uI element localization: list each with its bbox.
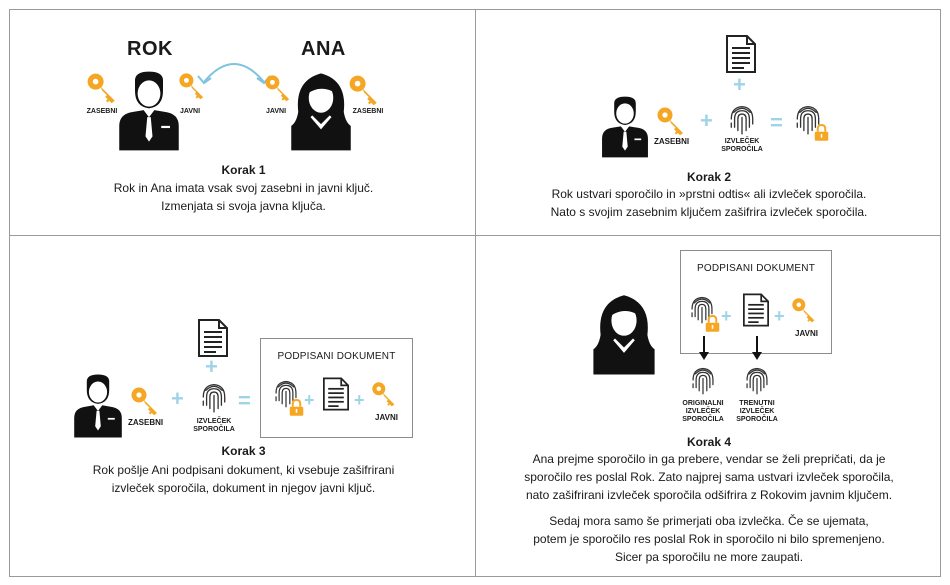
step-description-line: Izmenjata si svoja javna ključa. bbox=[161, 199, 326, 213]
document-icon bbox=[323, 377, 349, 411]
step-description-line: nato zašifrirani izvleček sporočila odši… bbox=[525, 488, 893, 502]
step-description-line: Rok ustvari sporočilo in »prstni odtis« … bbox=[551, 187, 867, 201]
label-private-ana: ZASEBNI bbox=[352, 108, 384, 115]
woman-icon bbox=[588, 292, 660, 376]
fp-label: IZVLEČEK bbox=[724, 138, 760, 145]
rok-name: ROK bbox=[127, 38, 173, 60]
original-label: SPOROČILA bbox=[682, 416, 724, 423]
plus-sign: + bbox=[171, 386, 184, 411]
plus-sign: + bbox=[733, 72, 746, 97]
step-title: Korak 4 bbox=[686, 435, 732, 449]
step3-panel: + ZASEBNI + IZVLEČEK SPOROČILA = PODPISA… bbox=[9, 235, 476, 577]
fingerprint-icon bbox=[200, 380, 228, 414]
step2-panel: + ZASEBNI + IZVLEČEK SPOROČILA = Korak 2… bbox=[475, 9, 941, 236]
step-description-line: izvleček sporočila, dokument in njegov j… bbox=[111, 481, 376, 495]
plus-sign: + bbox=[304, 390, 315, 410]
ana-name: ANA bbox=[301, 38, 346, 60]
plus-sign: + bbox=[774, 306, 785, 326]
label-public-rok: JAVNI bbox=[179, 108, 201, 115]
man-icon bbox=[70, 372, 126, 440]
current-label: SPOROČILA bbox=[736, 416, 778, 423]
current-label: IZVLEČEK bbox=[739, 408, 775, 415]
fp-label: SPOROČILA bbox=[193, 426, 235, 433]
step-description-line: sporočilo res poslal Rok. Zato najprej s… bbox=[524, 470, 894, 484]
document-icon bbox=[743, 293, 769, 327]
key-icon bbox=[371, 381, 397, 407]
step-description-line: Sedaj mora samo še primerjati oba izvleč… bbox=[549, 514, 869, 528]
fp-label: IZVLEČEK bbox=[196, 418, 232, 425]
signed-document-box: PODPISANI DOKUMENT + + JAVNI bbox=[260, 338, 413, 438]
step-description-line: Rok in Ana imata vsak svoj zasebni in ja… bbox=[113, 181, 374, 195]
lock-icon bbox=[289, 399, 304, 416]
step1-panel: ROK ANA ZASEBNI JAVNI JAVNI ZASEBNI Kora… bbox=[9, 9, 476, 236]
step-title: Korak 3 bbox=[221, 444, 266, 458]
step-title: Korak 2 bbox=[686, 170, 732, 184]
down-arrow-icon bbox=[699, 336, 709, 360]
plus-sign: + bbox=[700, 108, 713, 133]
step-description-line: Ana prejme sporočilo in ga prebere, vend… bbox=[532, 452, 886, 466]
step-description-line: Sicer pa sporočilu ne more zaupati. bbox=[614, 550, 804, 564]
key-icon bbox=[791, 297, 817, 323]
label-private-rok: ZASEBNI bbox=[86, 108, 118, 115]
plus-sign: + bbox=[354, 390, 365, 410]
fingerprint-icon bbox=[690, 364, 716, 396]
lock-icon bbox=[814, 124, 829, 141]
fingerprint-icon bbox=[744, 364, 770, 396]
key-icon bbox=[130, 386, 160, 416]
step-description-line: potem je sporočilo res poslal Rok in spo… bbox=[533, 532, 885, 546]
man-icon bbox=[114, 68, 184, 154]
key-icon bbox=[348, 74, 380, 106]
label-private: ZASEBNI bbox=[654, 137, 690, 146]
step4-panel: PODPISANI DOKUMENT + + JAVNI ORIGINALNI … bbox=[475, 235, 941, 577]
label-public-ana: JAVNI bbox=[265, 108, 287, 115]
label-public: JAVNI bbox=[795, 329, 818, 338]
plus-sign: + bbox=[721, 306, 732, 326]
signed-document-box: PODPISANI DOKUMENT + + JAVNI bbox=[680, 250, 832, 354]
step-description-line: Rok pošlje Ani podpisani dokument, ki vs… bbox=[92, 463, 395, 477]
label-private: ZASEBNI bbox=[128, 418, 164, 427]
man-icon bbox=[598, 94, 652, 160]
document-icon bbox=[726, 34, 756, 74]
down-arrow-icon bbox=[752, 336, 762, 360]
lock-icon bbox=[705, 315, 720, 332]
current-label: TRENUTNI bbox=[739, 400, 775, 407]
signed-document-title: PODPISANI DOKUMENT bbox=[696, 263, 816, 274]
step-title: Korak 1 bbox=[221, 163, 266, 177]
step-description-line: Nato s svojim zasebnim ključem zašifrira… bbox=[550, 205, 868, 219]
key-icon bbox=[656, 106, 686, 136]
original-label: ORIGINALNI bbox=[682, 400, 724, 407]
plus-sign: + bbox=[205, 354, 218, 379]
equals-sign: = bbox=[770, 110, 783, 135]
document-icon bbox=[198, 318, 228, 358]
original-label: IZVLEČEK bbox=[685, 408, 721, 415]
exchange-arrow-icon bbox=[197, 63, 271, 85]
signed-document-title: PODPISANI DOKUMENT bbox=[277, 351, 396, 362]
equals-sign: = bbox=[238, 388, 251, 413]
label-public: JAVNI bbox=[375, 413, 398, 422]
fp-label: SPOROČILA bbox=[721, 146, 763, 153]
fingerprint-icon bbox=[728, 102, 756, 136]
